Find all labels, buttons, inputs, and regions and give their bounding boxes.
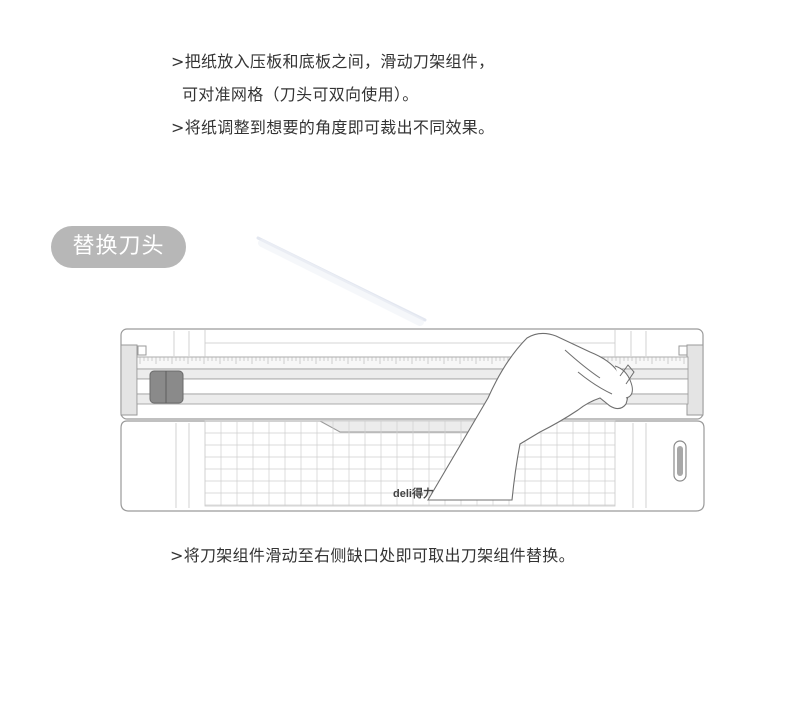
cutter-base-board: deli得力 [120,420,705,512]
instruction-line-4: >将刀架组件滑动至右侧缺口处即可取出刀架组件替换。 [170,546,575,565]
instruction-line-3: >将纸调整到想要的角度即可裁出不同效果。 [171,118,495,137]
section-title-pill: 替换刀头 [51,226,186,268]
brand-logo: deli得力 [393,486,434,500]
section-title: 替换刀头 [72,234,165,259]
instruction-line-1: >把纸放入压板和底板之间，滑动刀架组件， [171,52,495,71]
hand-illustration [427,332,635,501]
instruction-line-2: 可对准网格（刀头可双向使用）。 [182,85,419,104]
